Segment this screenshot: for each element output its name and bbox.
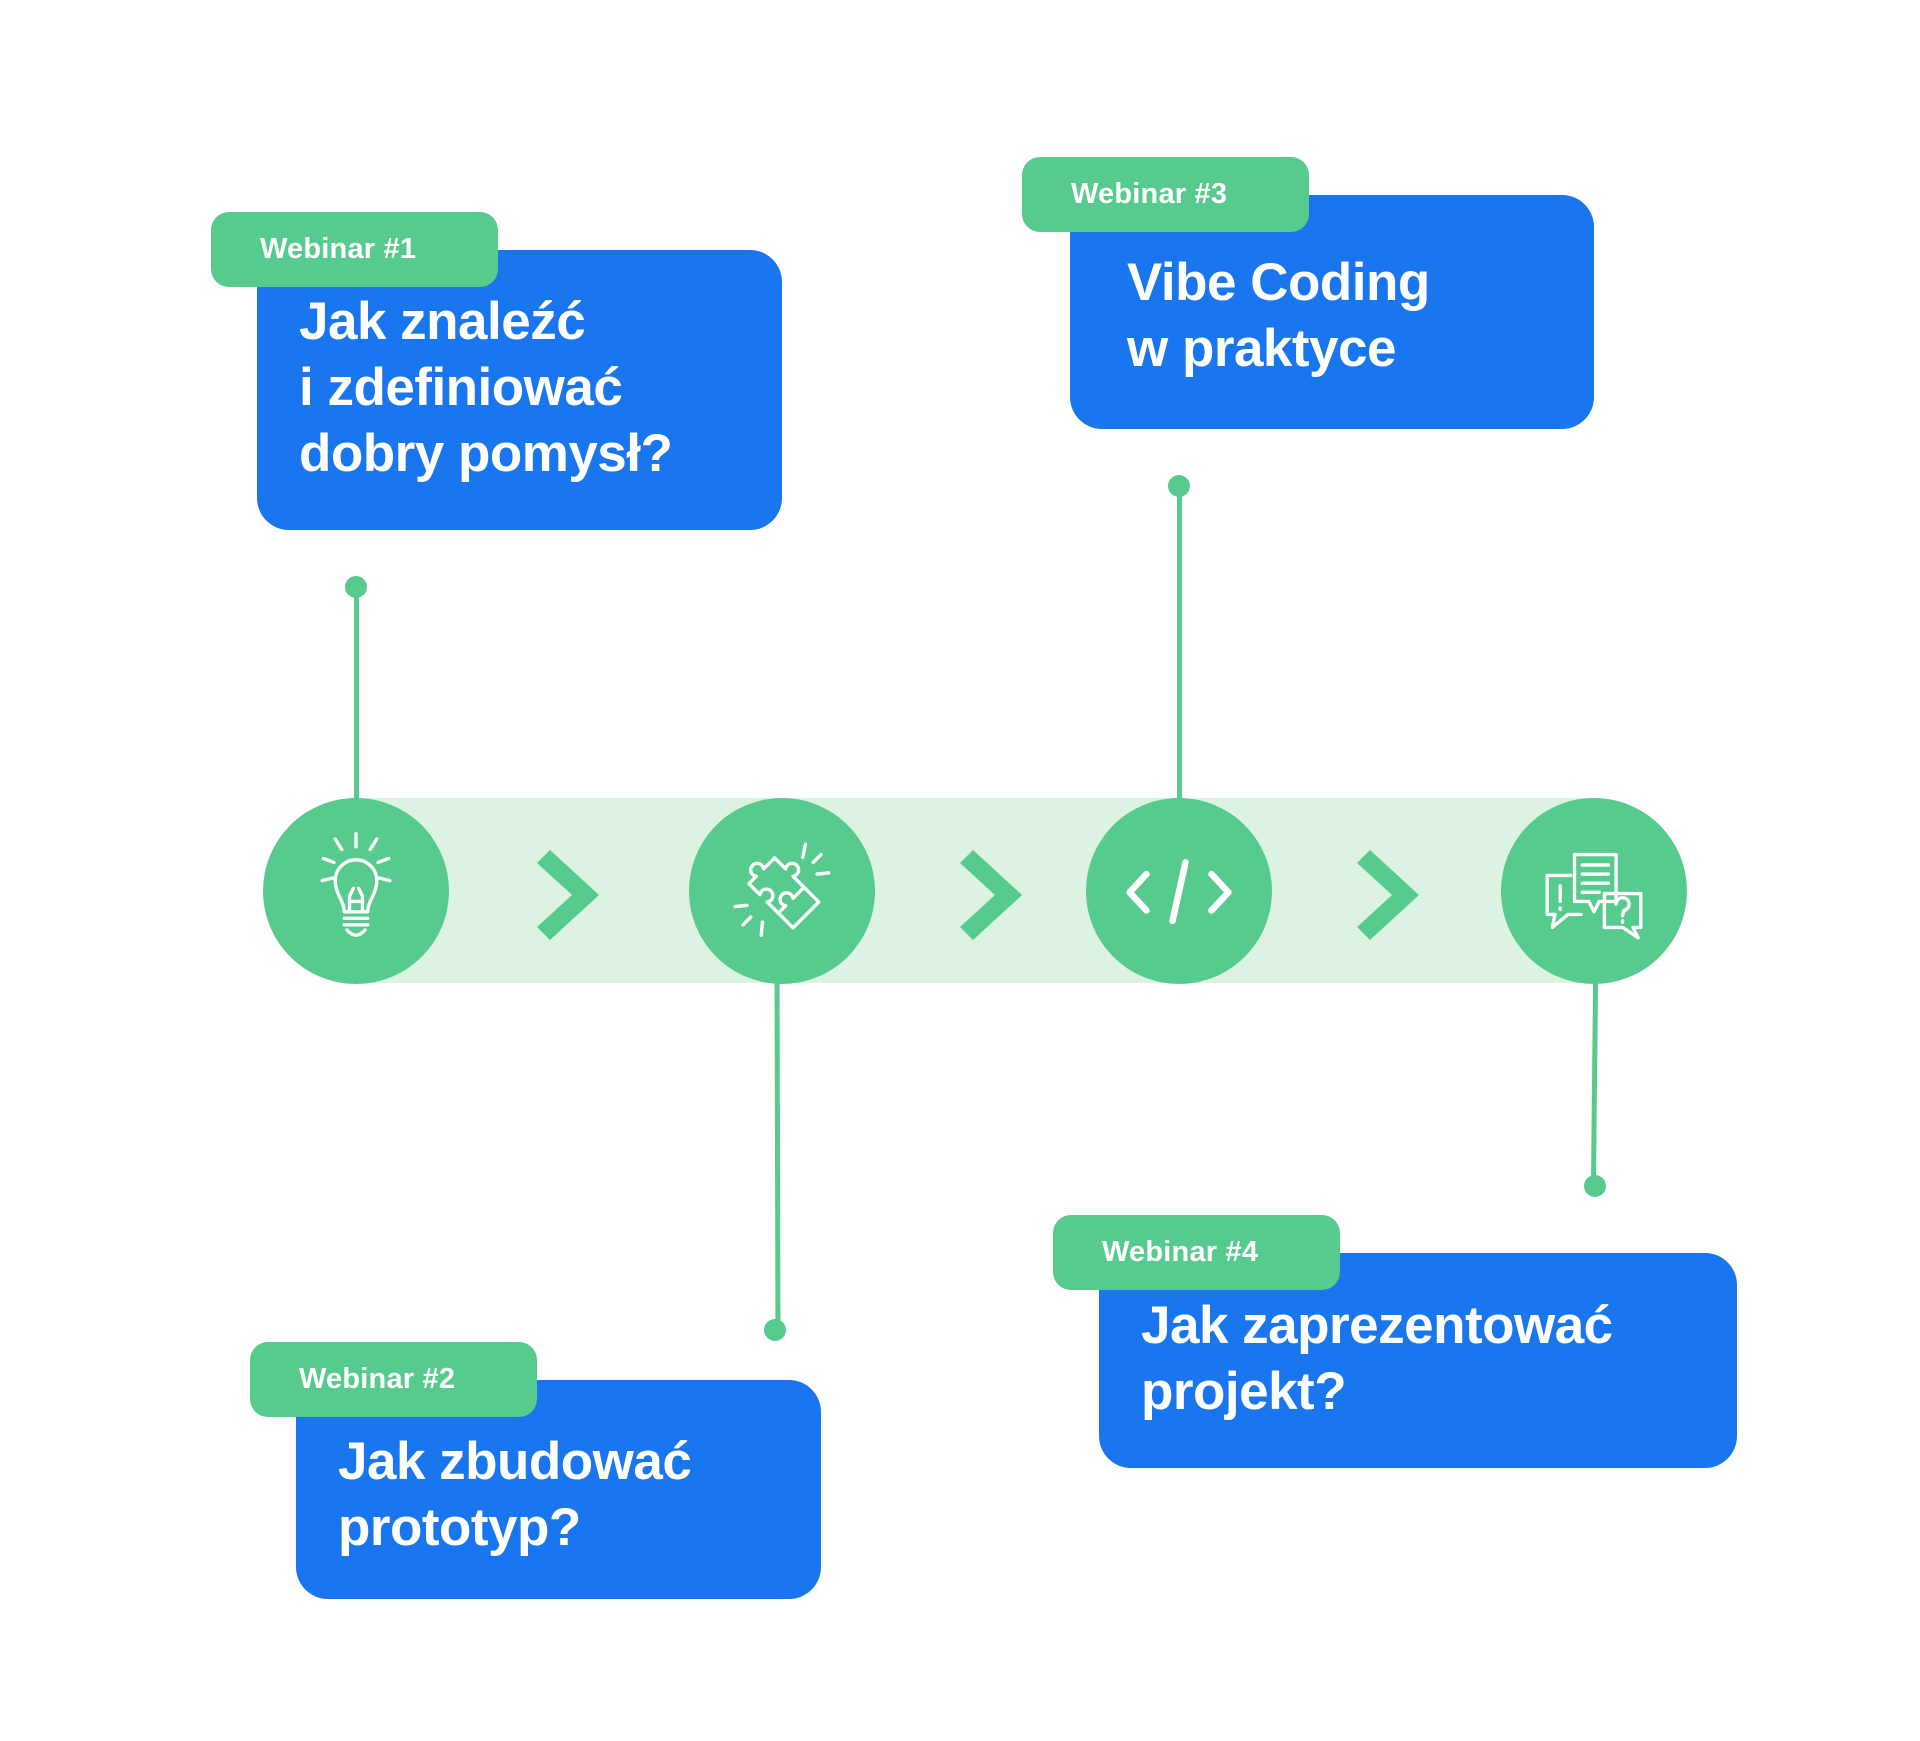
connector-line-4	[1590, 982, 1599, 1186]
connector-line-3	[1177, 486, 1182, 799]
chevron-right-icon	[1357, 850, 1419, 940]
connector-dot-1	[345, 576, 367, 598]
webinar-tag-2: Webinar #2	[250, 1342, 537, 1417]
webinar-title-2: Jak zbudować prototyp?	[338, 1432, 692, 1557]
step-node-3	[1086, 798, 1272, 984]
webinar-title-1: Jak znaleźć i zdefiniować dobry pomysł?	[299, 292, 673, 483]
step-node-2	[689, 798, 875, 984]
connector-dot-4	[1584, 1175, 1606, 1197]
puzzle-icon	[733, 842, 831, 937]
webinar-tag-1: Webinar #1	[211, 212, 498, 287]
webinar-card-3	[1070, 195, 1594, 429]
step-node-4	[1501, 798, 1687, 984]
chevron-right-icon	[960, 850, 1022, 940]
webinar-card-1	[257, 250, 782, 530]
chevron-right-icon	[537, 850, 599, 940]
lightbulb-icon	[320, 832, 392, 937]
code-icon	[1126, 859, 1232, 925]
connector-line-2	[774, 982, 781, 1330]
connector-dot-3	[1168, 475, 1190, 497]
connector-line-1	[354, 587, 359, 799]
webinar-title-3: Vibe Coding w praktyce	[1127, 253, 1430, 378]
webinar-tag-4: Webinar #4	[1053, 1215, 1340, 1290]
chat-bubbles-icon	[1545, 852, 1643, 940]
webinar-tag-3: Webinar #3	[1022, 157, 1309, 232]
step-node-1	[263, 798, 449, 984]
webinar-title-4: Jak zaprezentować projekt?	[1141, 1296, 1613, 1421]
connector-dot-2	[764, 1319, 786, 1341]
